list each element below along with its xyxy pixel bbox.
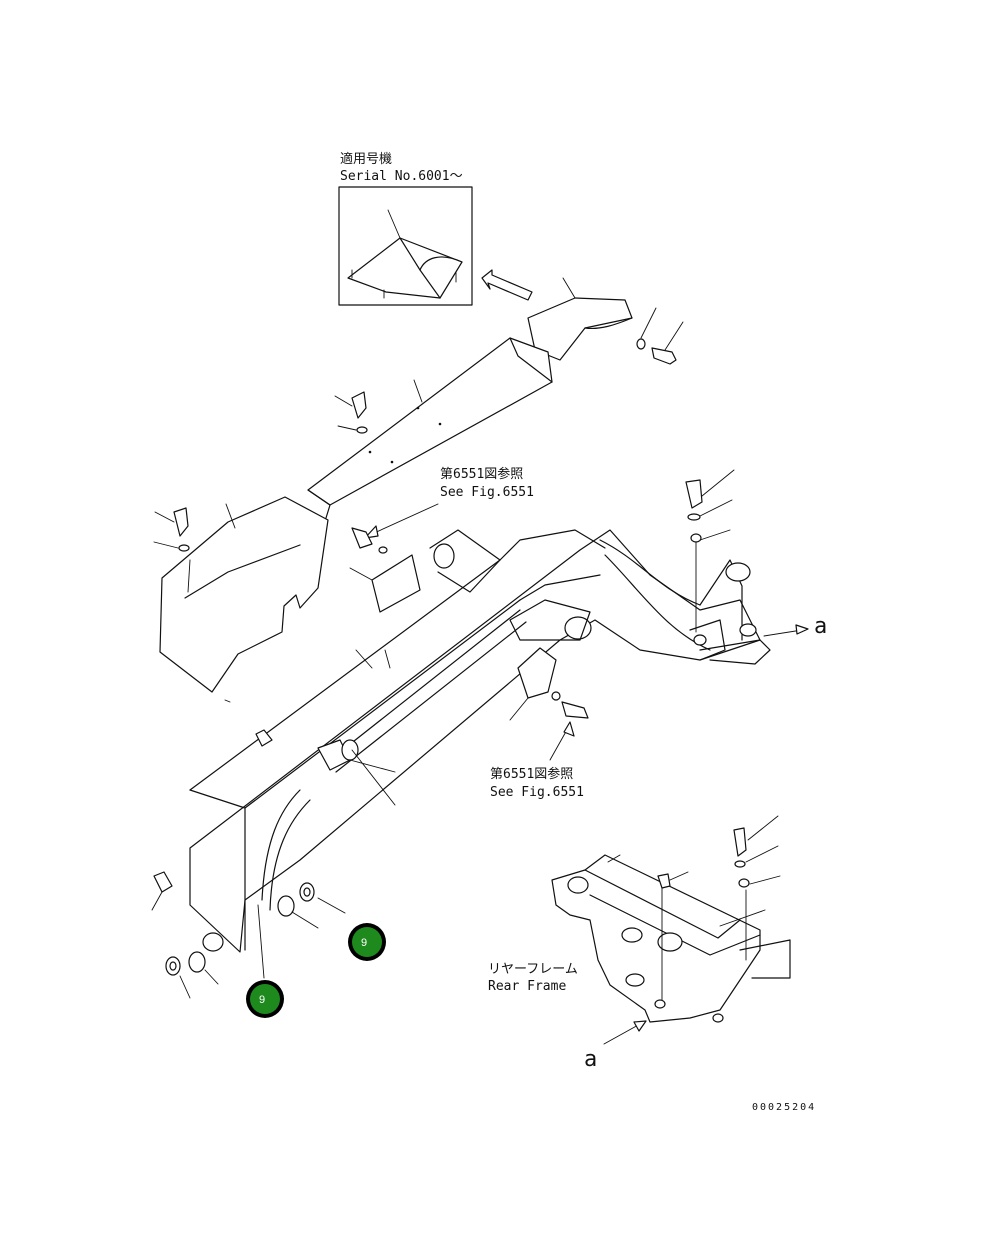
part-callout-9-left[interactable]: 9 <box>246 980 284 1018</box>
ref-label-upper-en: See Fig.6551 <box>440 485 534 500</box>
arrow-head-icon <box>633 1020 647 1032</box>
callout-label: 9 <box>361 937 367 949</box>
bolt-icon <box>551 691 589 719</box>
fitting-icon <box>255 729 396 806</box>
ref-label-lower-jp: 第6551図参照 <box>490 766 573 782</box>
part-callout-9-right[interactable]: 9 <box>348 923 386 961</box>
bolt-icon <box>685 469 735 633</box>
leader-line <box>549 727 569 761</box>
inset-cover-drawing <box>347 209 463 299</box>
leader-line <box>603 1023 641 1045</box>
leader-line <box>763 629 803 637</box>
bracket-part <box>371 554 421 613</box>
pad-part <box>509 647 557 721</box>
inset-arrow-icon <box>481 269 533 301</box>
bolt-icon <box>636 307 684 365</box>
inset-title-en: Serial No.6001～ <box>340 169 463 184</box>
marker-a-right: a <box>814 614 827 639</box>
grease-fitting-icon <box>151 871 173 911</box>
ref-label-lower-en: See Fig.6551 <box>490 785 584 800</box>
inset-title-jp: 適用号機 <box>340 151 392 167</box>
side-cover-part <box>159 496 329 693</box>
leader-line <box>349 567 373 581</box>
bolt-icon <box>153 507 190 552</box>
rear-frame-label-en: Rear Frame <box>488 979 566 994</box>
marker-a-bottom: a <box>584 1047 597 1072</box>
rear-frame-part <box>551 854 791 1023</box>
boom-body-part <box>189 529 771 953</box>
bolt-icon <box>334 391 368 434</box>
leader-line <box>257 904 265 979</box>
callout-label: 9 <box>259 994 265 1006</box>
bolt-icon <box>351 527 388 554</box>
rear-frame-label-jp: リヤーフレーム <box>488 962 578 977</box>
bolt-icon <box>657 815 781 889</box>
arrow-head-icon <box>795 624 809 635</box>
inset-box: 適用号機 Serial No.6001～ <box>338 151 473 306</box>
ref-label-upper-jp: 第6551図参照 <box>440 466 523 482</box>
main-cover-part <box>307 337 553 519</box>
arrow-head-icon <box>364 525 379 539</box>
drawing-number: 00025204 <box>752 1102 816 1113</box>
arrow-head-icon <box>563 721 575 737</box>
front-cover-part <box>527 277 633 361</box>
leader-line <box>371 503 439 535</box>
washer-icon <box>165 882 346 999</box>
